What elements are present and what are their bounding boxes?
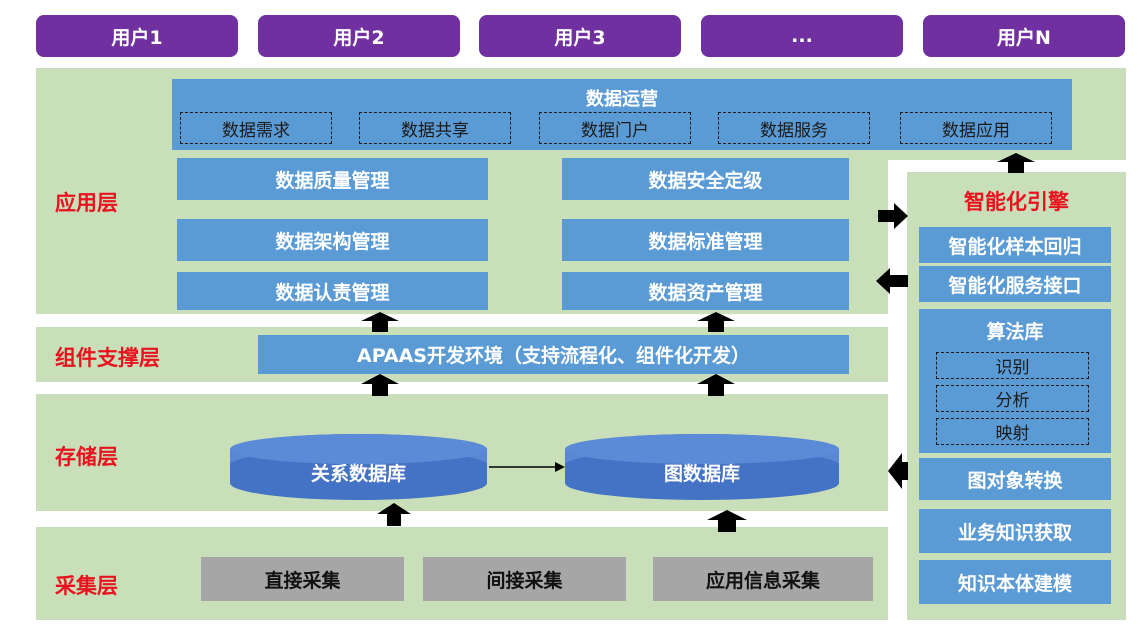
relational-database-cylinder-top bbox=[230, 434, 487, 464]
component-layer-label: 组件支撑层 bbox=[55, 346, 160, 370]
data-operations-title: 数据运营 bbox=[586, 89, 658, 110]
right-arrow-icon bbox=[878, 203, 908, 229]
data-accountability-box: 数据认责管理 bbox=[177, 272, 488, 310]
data-quality-box: 数据质量管理 bbox=[177, 158, 488, 200]
app-info-collection-box: 应用信息采集 bbox=[653, 557, 873, 601]
graph-object-conversion-box: 图对象转换 bbox=[919, 458, 1111, 500]
data-architecture-box: 数据架构管理 bbox=[177, 219, 488, 261]
data-application-item: 数据应用 bbox=[900, 112, 1052, 144]
relational-database-label: 关系数据库 bbox=[310, 462, 406, 485]
collection-layer-label: 采集层 bbox=[55, 574, 118, 598]
user-n-pill: 用户N bbox=[923, 15, 1125, 57]
algorithm-library-title: 算法库 bbox=[986, 321, 1044, 343]
left-arrow-icon bbox=[888, 453, 908, 489]
direct-collection-box: 直接采集 bbox=[201, 557, 404, 601]
data-demand-item: 数据需求 bbox=[180, 112, 332, 144]
indirect-collection-box: 间接采集 bbox=[423, 557, 626, 601]
up-arrow-icon bbox=[361, 312, 399, 332]
data-portal-item: 数据门户 bbox=[539, 112, 691, 144]
algorithm-mapping-item: 映射 bbox=[936, 418, 1089, 445]
algorithm-analysis-item: 分析 bbox=[936, 385, 1089, 412]
ontology-modeling-box: 知识本体建模 bbox=[919, 560, 1111, 604]
up-arrow-icon bbox=[697, 374, 735, 396]
data-service-item: 数据服务 bbox=[718, 112, 870, 144]
graph-database-label: 图数据库 bbox=[663, 462, 740, 485]
data-sharing-item: 数据共享 bbox=[359, 112, 511, 144]
user-2-pill: 用户2 bbox=[258, 15, 460, 57]
user-ellipsis-pill: ... bbox=[701, 15, 903, 57]
up-arrow-icon bbox=[377, 503, 411, 526]
graph-database-cylinder-top bbox=[565, 434, 839, 464]
application-layer-label: 应用层 bbox=[55, 191, 118, 215]
user-3-pill: 用户3 bbox=[479, 15, 681, 57]
apaas-box: APAAS开发环境（支持流程化、组件化开发） bbox=[258, 335, 849, 374]
data-standard-box: 数据标准管理 bbox=[562, 219, 849, 261]
data-security-box: 数据安全定级 bbox=[562, 158, 849, 200]
sample-regression-box: 智能化样本回归 bbox=[919, 227, 1111, 263]
relation-arrow-icon bbox=[489, 462, 565, 472]
service-interface-box: 智能化服务接口 bbox=[919, 266, 1111, 302]
relational-database-cylinder: 关系数据库 bbox=[230, 434, 487, 500]
business-knowledge-box: 业务知识获取 bbox=[919, 509, 1111, 553]
graph-database-cylinder: 图数据库 bbox=[565, 434, 839, 500]
up-arrow-icon bbox=[697, 312, 735, 332]
user-1-pill: 用户1 bbox=[36, 15, 238, 57]
up-arrow-icon bbox=[361, 374, 399, 396]
algorithm-recognition-item: 识别 bbox=[936, 352, 1089, 379]
up-arrow-icon bbox=[707, 510, 747, 532]
data-asset-box: 数据资产管理 bbox=[562, 272, 849, 310]
algorithm-library-panel: 算法库 识别 分析 映射 bbox=[919, 309, 1111, 453]
storage-layer-label: 存储层 bbox=[55, 445, 118, 469]
data-operations-panel: 数据运营 数据需求 数据共享 数据门户 数据服务 数据应用 bbox=[172, 79, 1072, 150]
engine-title: 智能化引擎 bbox=[964, 190, 1069, 214]
left-arrow-icon bbox=[876, 268, 908, 294]
up-arrow-icon bbox=[997, 153, 1035, 173]
